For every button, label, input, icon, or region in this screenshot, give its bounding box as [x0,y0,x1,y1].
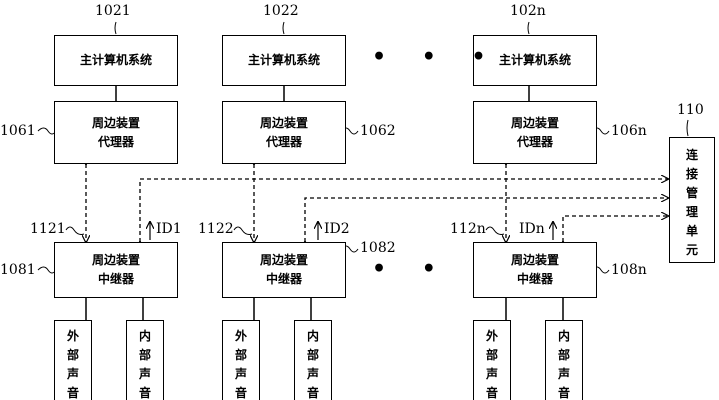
repeater-box-n: 周边装置 中继器 [473,242,597,298]
repeater-ref-1: 1081 [0,262,36,278]
host-ref-1: 1021 [95,3,131,19]
host-box-2: 主计算机系统 [222,35,346,86]
repeater-label-line2: 中继器 [265,272,302,286]
audio-box-internal-1: 内部声音 [126,320,164,400]
repeater-box-2: 周边装置 中继器 [222,242,346,298]
host-box-n: 主计算机系统 [473,35,597,86]
audio-label: 内部声音 [138,329,151,400]
audio-label: 内部声音 [306,329,319,400]
id-label-1: ID1 [156,221,182,237]
repeater-box-1: 周边装置 中继器 [54,242,178,298]
mgmt-unit-label: 连接管理单元 [685,148,698,257]
agent-box-n: 周边装置 代理器 [473,101,597,164]
connection-management-unit: 连接管理单元 [669,137,715,263]
repeater2-mgmt-link [305,198,668,242]
agent-label-line2: 代理器 [265,134,302,149]
repeater-label-line2: 中继器 [97,272,134,286]
port-ref-1: 1121 [30,221,66,237]
id-label-2: ID2 [324,221,350,237]
host-box-label: 主计算机系统 [498,53,571,67]
host-ref-2: 1022 [263,3,299,19]
host-box-label: 主计算机系统 [79,53,152,67]
host-ref-n: 102n [510,3,546,19]
agent-box-2: 周边装置 代理器 [222,101,346,164]
port-ref-n: 112n [450,221,486,237]
agent-ref-n: 106n [611,123,647,139]
audio-box-internal-2: 内部声音 [294,320,332,400]
agent-label-line1: 周边装置 [91,115,140,130]
agent-label-line2: 代理器 [516,134,553,149]
agent-ref-1: 1061 [0,123,36,139]
audio-box-external-1: 外部声音 [54,320,92,400]
host-box-1: 主计算机系统 [54,35,178,86]
repeater-label-line1: 周边装置 [91,253,140,267]
audio-box-external-2: 外部声音 [222,320,260,400]
host-box-label: 主计算机系统 [247,53,320,67]
audio-label: 外部声音 [485,329,498,400]
agent-label-line1: 周边装置 [510,115,559,130]
agent-box-1: 周边装置 代理器 [54,101,178,164]
ellipsis-bottom: • • • [372,256,500,282]
audio-label: 内部声音 [557,329,570,400]
repeatern-mgmt-link [563,216,668,242]
ellipsis-top: • • • [372,44,500,70]
id-label-n: IDn [519,221,545,237]
audio-label: 外部声音 [234,329,247,400]
repeater-ref-2: 1082 [360,240,396,256]
agent-label-line1: 周边装置 [259,115,308,130]
agent-ref-2: 1062 [360,123,396,139]
mgmt-unit-ref: 110 [677,102,704,118]
repeater1-mgmt-link [140,179,668,242]
agent-label-line2: 代理器 [97,134,134,149]
repeater-label-line1: 周边装置 [259,253,308,267]
audio-box-internal-n: 内部声音 [545,320,583,400]
repeater-ref-n: 108n [611,262,647,278]
repeater-label-line1: 周边装置 [510,253,559,267]
audio-box-external-n: 外部声音 [473,320,511,400]
repeater-label-line2: 中继器 [516,272,553,286]
audio-label: 外部声音 [66,329,79,400]
port-ref-2: 1122 [198,221,234,237]
